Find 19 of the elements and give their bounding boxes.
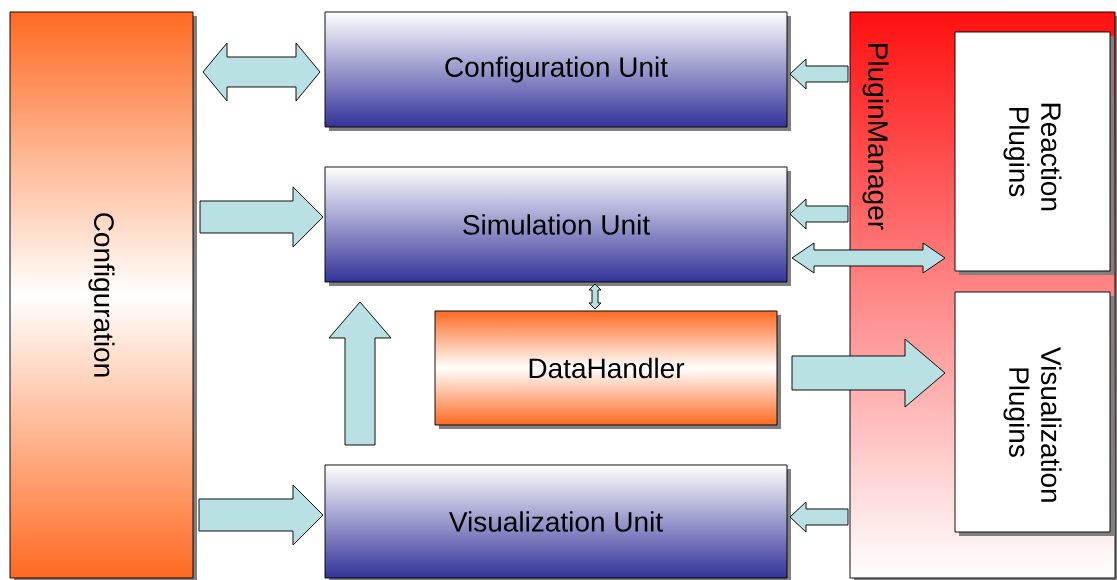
block-arrow [199,186,324,248]
unit-box: Configuration Unit [324,11,791,131]
node-label: Visualization Plugins [1003,347,1062,502]
unit-box: Visualization Unit [324,464,791,580]
node-label: Reaction Plugins [1003,103,1062,211]
plugin-box: Reaction Plugins [954,31,1114,275]
unit-box: Simulation Unit [324,166,791,286]
configuration-bar: Configuration [9,11,197,580]
block-arrow [789,198,849,230]
block-arrow [198,484,324,546]
block-arrow [202,42,321,102]
plugin-box: Visualization Plugins [954,291,1114,536]
block-arrow [791,338,946,408]
block-arrow [328,301,392,446]
block-arrow [789,58,849,90]
block-arrow [791,242,946,274]
block-arrow [588,283,602,310]
block-arrow [789,501,849,533]
data-handler-box: DataHandler [434,310,781,429]
